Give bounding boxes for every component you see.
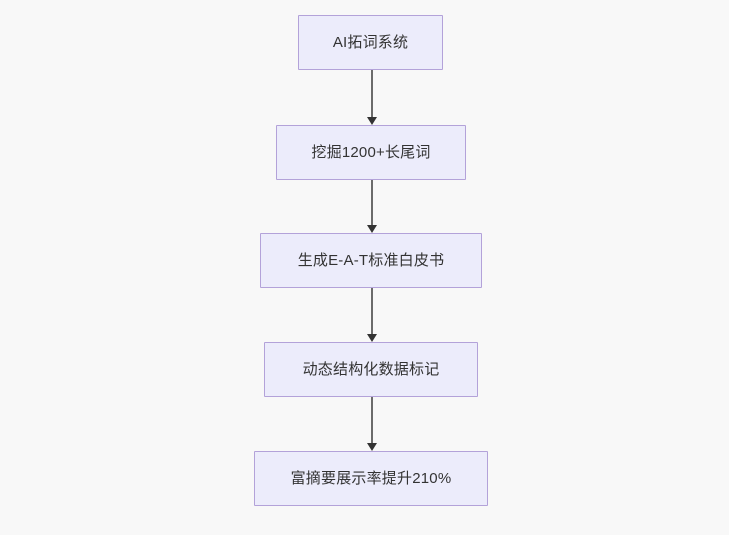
flowchart-node-1[interactable]: AI拓词系统: [298, 15, 443, 70]
flowchart-node-5[interactable]: 富摘要展示率提升210%: [254, 451, 488, 506]
flowchart-node-label: AI拓词系统: [332, 33, 409, 51]
flowchart-node-label: 生成E-A-T标准白皮书: [297, 251, 445, 269]
edge-line: [371, 180, 373, 226]
edge-line: [371, 288, 373, 335]
flowchart-node-3[interactable]: 生成E-A-T标准白皮书: [260, 233, 482, 288]
arrowhead-icon: [367, 225, 377, 233]
flowchart-node-label: 富摘要展示率提升210%: [290, 469, 452, 487]
flowchart-node-2[interactable]: 挖掘1200+长尾词: [276, 125, 466, 180]
edge-line: [371, 397, 373, 444]
flowchart-node-4[interactable]: 动态结构化数据标记: [264, 342, 478, 397]
edge-line: [371, 70, 373, 118]
arrowhead-icon: [367, 117, 377, 125]
arrowhead-icon: [367, 443, 377, 451]
flowchart-node-label: 挖掘1200+长尾词: [311, 143, 431, 161]
arrowhead-icon: [367, 334, 377, 342]
flowchart-node-label: 动态结构化数据标记: [302, 360, 440, 378]
